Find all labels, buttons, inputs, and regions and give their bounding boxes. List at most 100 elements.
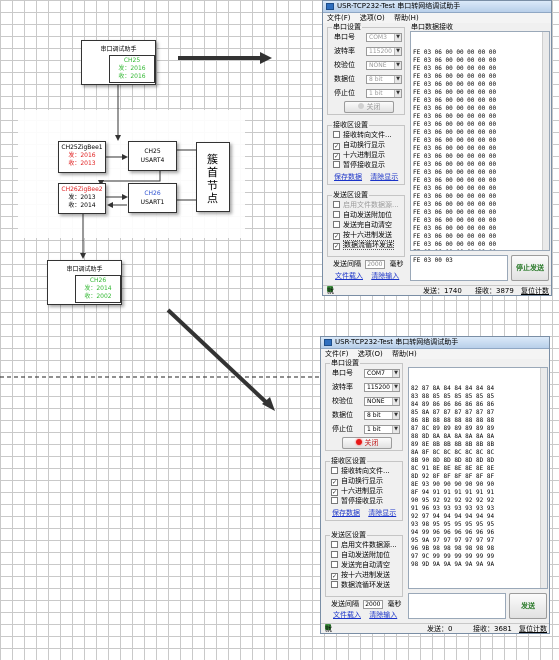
bottom-field-stopbits-label: 停止位 [332, 425, 353, 433]
status-dot-icon [357, 103, 364, 109]
bottom-tx-input[interactable] [408, 593, 506, 619]
top-port-select[interactable]: COM3▼ [366, 33, 402, 42]
menu-file[interactable]: 文件(F) [327, 14, 351, 22]
rx-data-line: FE 03 06 00 00 00 00 00 [413, 129, 497, 136]
bottom-pause-rx-checkbox[interactable]: 暂停接收显示 [331, 496, 383, 506]
top-rx-to-file-checkbox[interactable]: 接收转向文件... [333, 130, 392, 140]
bottom-clear-input-link[interactable]: 清除输入 [369, 611, 398, 619]
top-clear-display-link[interactable]: 清除显示 [370, 173, 399, 181]
top-file-source-checkbox[interactable]: 启用文件数据源... [333, 200, 399, 210]
bottom-hex-display-checkbox[interactable]: ✓十六进制显示 [331, 486, 383, 496]
bottom-auto-wrap-label: 自动换行显示 [341, 477, 383, 485]
bottom-auto-wrap-checkbox[interactable]: ✓自动换行显示 [331, 476, 383, 486]
bottom-stopbits-select[interactable]: 1 bit▼ [364, 425, 400, 434]
top-auto-clear-label: 发送完自动清空 [343, 221, 392, 229]
menu-options[interactable]: 选项(O) [359, 14, 385, 22]
bottom-append-bits-label: 自动发送附加位 [341, 551, 390, 559]
bottom-serial-chip: CH26 [89, 277, 107, 284]
bottom-status-ready-text: 就绪! [325, 625, 332, 633]
bottom-close-port-label: 关闭 [364, 439, 379, 447]
checkmark-icon: ✓ [333, 233, 340, 240]
rx-data-line: FE 03 06 00 00 00 00 00 [413, 89, 497, 96]
bottom-auto-clear-checkbox[interactable]: 发送完自动清空 [331, 560, 390, 570]
checkbox-icon [331, 551, 338, 558]
menu-help[interactable]: 帮助(H) [391, 350, 417, 358]
rx-data-line: FE 03 06 00 00 00 00 00 [413, 49, 497, 56]
bottom-port-select[interactable]: COM7▼ [364, 369, 400, 378]
bottom-serial-tx: 发：2014 [84, 285, 112, 292]
rx-data-line: 8F 94 91 91 91 91 91 91 [411, 489, 495, 496]
zigbee2-tx: 发：2013 [68, 194, 96, 201]
bottom-loop-send-checkbox[interactable]: 数据流循环发送 [331, 580, 390, 590]
info-icon [325, 624, 331, 630]
top-rx-links: 保存数据 清除显示 [334, 172, 398, 182]
bottom-databits-select[interactable]: 8 bit▼ [364, 411, 400, 420]
top-baud-select[interactable]: 115200▼ [366, 47, 402, 56]
bottom-baud-select[interactable]: 115200▼ [364, 383, 400, 392]
chevron-down-icon: ▼ [394, 34, 401, 41]
checkmark-icon: ✓ [331, 489, 338, 496]
bottom-databits-value: 8 bit [367, 412, 381, 419]
checkbox-icon [331, 497, 338, 504]
bottom-parity-select[interactable]: NONE▼ [364, 397, 400, 406]
bottom-save-data-link[interactable]: 保存数据 [332, 509, 360, 517]
menu-options[interactable]: 选项(O) [357, 350, 383, 358]
bottom-hex-send-label: 按十六进制发送 [341, 571, 390, 579]
top-databits-select[interactable]: 8 bit▼ [366, 75, 402, 84]
bottom-field-parity-label: 校验位 [332, 397, 353, 405]
app-icon [326, 3, 334, 10]
bottom-file-load-link[interactable]: 文件载入 [333, 611, 361, 619]
top-field-stopbits-label: 停止位 [334, 89, 355, 97]
uart2-chip: CH26 [144, 190, 161, 197]
bottom-port-value: COM7 [367, 370, 385, 377]
top-append-bits-checkbox[interactable]: 自动发送附加位 [333, 210, 392, 220]
top-interval-input[interactable]: 2000 [365, 260, 386, 269]
bottom-hex-send-checkbox[interactable]: ✓按十六进制发送 [331, 570, 390, 580]
top-stop-send-button[interactable]: 停止发送 [511, 255, 549, 281]
top-tx-input[interactable]: FE 03 00 03 [410, 255, 508, 281]
top-stop-send-label: 停止发送 [516, 264, 544, 272]
rx-data-line: FE 03 06 00 00 00 00 00 [413, 153, 497, 160]
top-close-port-button[interactable]: 关闭 [344, 101, 394, 113]
top-pause-rx-checkbox[interactable]: 暂停接收显示 [333, 160, 385, 170]
rx-data-line: 83 88 85 85 85 85 85 85 [411, 393, 495, 400]
top-hex-send-checkbox[interactable]: ✓按十六进制发送 [333, 230, 392, 240]
bottom-rx-scrollbar[interactable] [540, 368, 547, 588]
top-save-data-link[interactable]: 保存数据 [334, 173, 362, 181]
checkbox-icon [333, 211, 340, 218]
bottom-serial-assistant-title: 串口调试助手 [66, 266, 103, 273]
bottom-stopbits-value: 1 bit [367, 426, 381, 433]
top-auto-wrap-checkbox[interactable]: ✓自动换行显示 [333, 140, 385, 150]
rx-data-line: FE 03 06 00 00 00 00 00 [413, 193, 497, 200]
top-append-bits-label: 自动发送附加位 [343, 211, 392, 219]
top-tx-links: 文件载入 清除输入 [335, 271, 399, 281]
bottom-status-sent: 发送：0 [427, 625, 453, 633]
top-rx-scrollbar[interactable] [542, 32, 549, 250]
info-icon [327, 286, 333, 292]
top-loop-send-checkbox[interactable]: ✓数据流循环发送 [333, 240, 394, 250]
bottom-clear-display-link[interactable]: 清除显示 [368, 509, 397, 517]
top-stopbits-select[interactable]: 1 bit▼ [366, 89, 402, 98]
menu-file[interactable]: 文件(F) [325, 350, 349, 358]
top-window-title: USR-TCP232-Test 串口转网络调试助手 [337, 2, 461, 10]
bottom-send-button[interactable]: 发送 [509, 593, 547, 619]
bottom-file-source-checkbox[interactable]: 启用文件数据源... [331, 540, 397, 550]
top-clear-input-link[interactable]: 清除输入 [371, 272, 400, 280]
bottom-interval-input[interactable]: 2000 [363, 600, 384, 609]
top-hex-display-checkbox[interactable]: ✓十六进制显示 [333, 150, 385, 160]
bottom-rx-to-file-checkbox[interactable]: 接收转向文件... [331, 466, 390, 476]
bottom-serial-assistant-box: 串口调试助手 CH26 发：2014 收：2002 [47, 260, 122, 305]
top-reset-count-link[interactable]: 复位计数 [521, 287, 549, 295]
top-parity-select[interactable]: NONE▼ [366, 61, 402, 70]
top-auto-clear-checkbox[interactable]: 发送完自动清空 [333, 220, 392, 230]
uart2-node: CH26 USART1 [128, 183, 177, 213]
menu-help[interactable]: 帮助(H) [393, 14, 419, 22]
bottom-reset-count-link[interactable]: 复位计数 [519, 625, 547, 633]
top-statusbar: 就绪! 发送：1740 接收：3879 复位计数 [323, 285, 551, 295]
top-file-load-link[interactable]: 文件载入 [335, 272, 363, 280]
bottom-append-bits-checkbox[interactable]: 自动发送附加位 [331, 550, 390, 560]
checkbox-icon [333, 131, 340, 138]
bottom-close-port-button[interactable]: 关闭 [342, 437, 392, 449]
top-rx-data-area[interactable]: FE 03 06 00 00 00 00 00 FE 03 06 00 00 00… [410, 31, 550, 251]
